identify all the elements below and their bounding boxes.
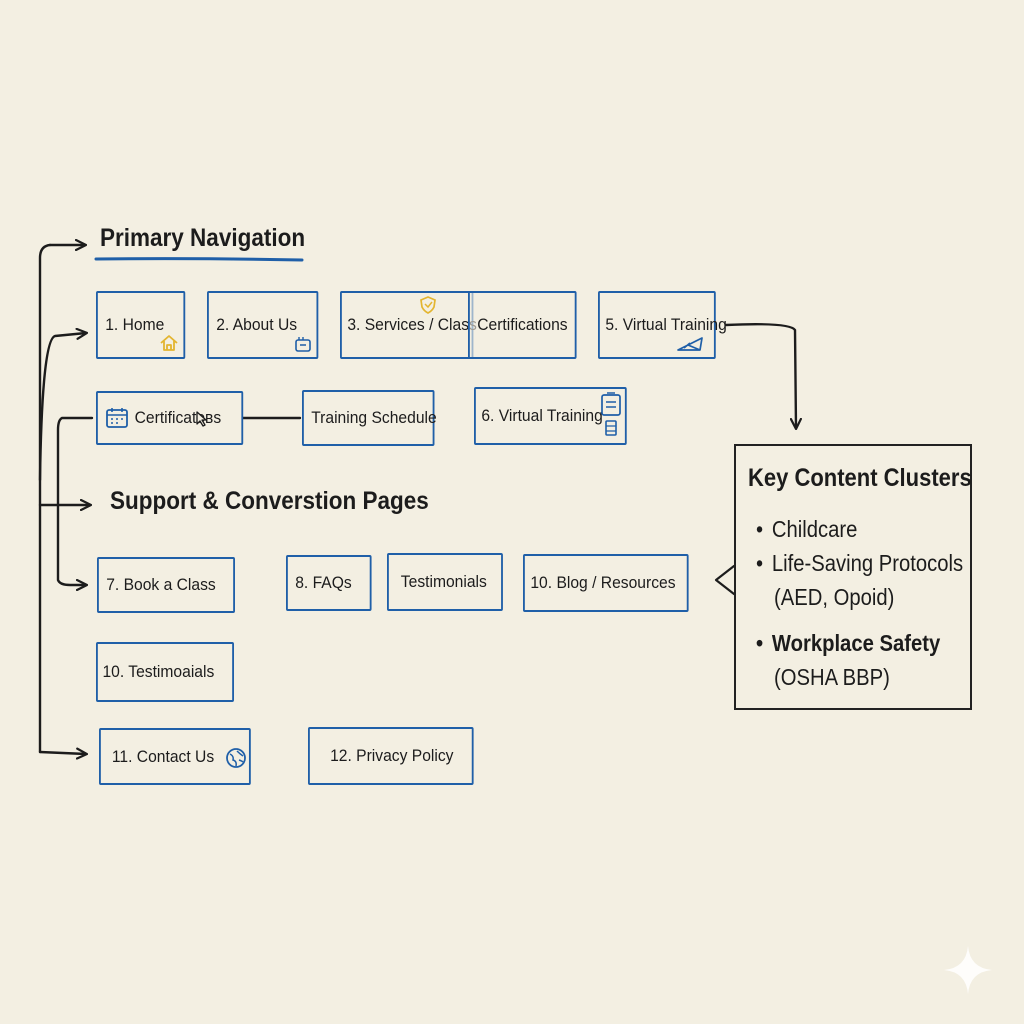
key-content-label: Childcare [771,516,858,542]
key-content-item-childcare: • Childcare [756,516,857,543]
plane-icon [677,337,703,351]
support-label-book-class: 7. Book a Class [106,575,216,594]
shield-icon [420,296,436,314]
nav-label-virtual-training-2: 6. Virtual Training [481,406,603,425]
nav-label-training-schedule: Training Schedule [311,408,437,427]
heading-underline [94,257,304,262]
globe-icon [226,748,246,768]
support-label-privacy-policy: 12. Privacy Policy [330,746,454,765]
bullet-icon: • [756,516,764,542]
arrow-to-key-content [724,323,796,428]
support-pages-heading: Support & Converstion Pages [110,487,429,515]
spine-line [38,243,52,754]
support-box-testimonials[interactable]: Testimonials [387,553,503,611]
support-box-faqs[interactable]: 8. FAQs [286,555,372,611]
nav-box-certifications[interactable]: Certifications [468,291,577,359]
nav-box-certifications-2[interactable]: Certificatᴏʙs [96,391,244,445]
cursor-icon [196,411,207,427]
support-label-blog: 10. Blog / Resources [530,573,676,592]
nav-branch [38,333,86,482]
arrow-contact [38,752,86,754]
nav-box-virtual-training-2[interactable]: 6. Virtual Training [474,387,627,445]
row2-branch [56,416,94,585]
nav-label-home: 1. Home [105,315,165,334]
support-label-testimonials-2: 10. Testimoaials [102,662,215,681]
nav-label-services: 3. Services / Class [347,315,477,334]
nav-box-training-schedule[interactable]: Training Schedule [302,390,437,446]
key-content-item-workplace: • Workplace Safety [756,630,940,657]
key-content-sub-workplace: (OSHA BBP) [774,664,890,690]
support-label-faqs: 8. FAQs [295,573,352,592]
key-content-label: Workplace Safety [771,630,941,656]
support-label-testimonials: Testimonials [400,572,487,591]
key-content-sub-life-saving: (AED, Opoid) [774,584,895,610]
support-box-privacy-policy[interactable]: 12. Privacy Policy [308,727,474,785]
key-content-item-life-saving: • Life-Saving Protocols [756,550,963,577]
key-content-label: Life-Saving Protocols [771,550,964,576]
key-content-panel: Key Content Clusters • Childcare • Life-Sa… [734,444,972,710]
folder-icon [295,337,311,352]
bullet-icon: • [756,550,764,576]
calendar-icon [106,408,128,428]
support-box-blog[interactable]: 10. Blog / Resources [523,554,689,612]
nav-box-about-us[interactable]: 2. About Us [207,291,319,359]
nav-label-virtual-training: 5. Virtual Training [605,315,727,334]
sparkle-icon [944,946,992,994]
nav-label-certifications: Certifications [477,315,568,334]
support-label-contact-us: 11. Contact Us [111,746,215,766]
key-content-title: Key Content Clusters [748,464,972,492]
nav-label-about-us: 2. About Us [216,315,298,334]
support-box-contact-us[interactable]: 11. Contact Us [99,728,251,785]
nav-box-services[interactable]: 3. Services / Class [340,291,477,359]
house-icon [160,335,178,351]
checklist-icon [601,392,621,436]
callout-pointer [714,564,736,596]
bullet-icon: • [756,630,764,656]
support-box-book-class[interactable]: 7. Book a Class [97,557,235,613]
support-box-testimonials-2[interactable]: 10. Testimoaials [96,642,234,702]
primary-navigation-heading: Primary Navigation [100,224,306,252]
